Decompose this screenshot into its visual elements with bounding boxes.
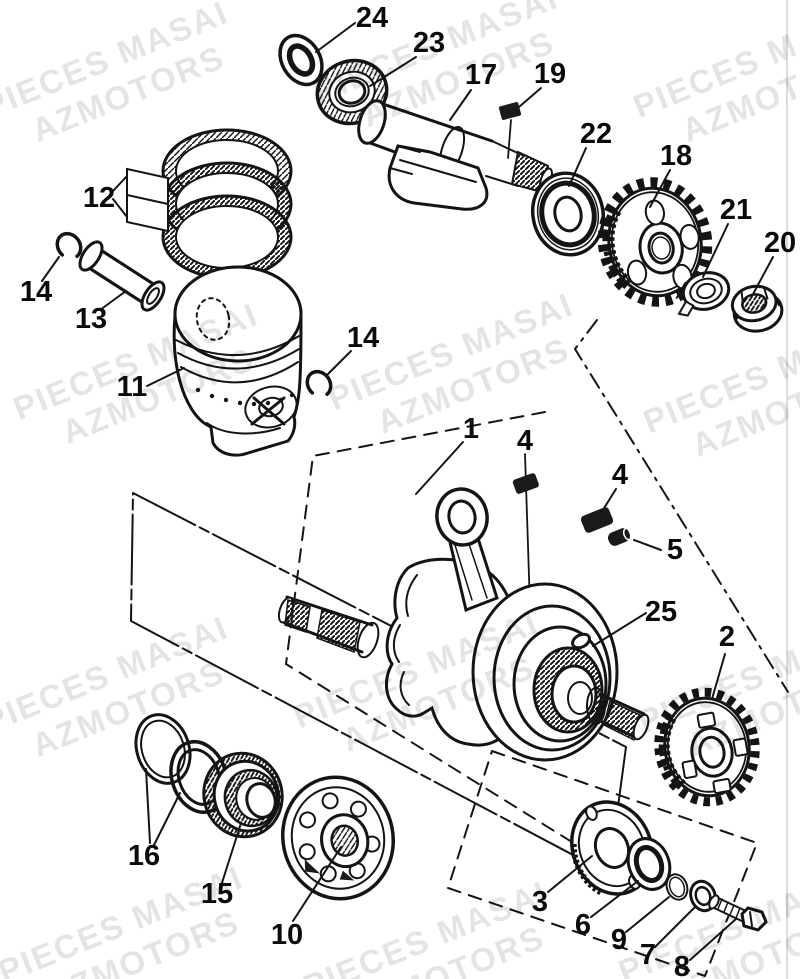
part-label-14-left: 14 <box>20 276 52 308</box>
part-4b-dowel-drawing <box>580 507 614 533</box>
part-22-bearing-drawing <box>530 171 606 257</box>
part-20-nut-drawing <box>730 284 784 333</box>
part-24-seal-ring-drawing <box>278 33 324 87</box>
part-25-key-drawing <box>571 632 591 650</box>
part-1-crankshaft-drawing <box>277 487 650 762</box>
part-6-seal-drawing <box>626 837 672 891</box>
part-label-22: 22 <box>580 118 612 150</box>
part-label-20: 20 <box>764 227 796 259</box>
part-label-8: 8 <box>674 951 690 979</box>
part-label-6: 6 <box>575 909 591 941</box>
part-5-pin-drawing <box>607 527 634 546</box>
part-label-4a: 4 <box>517 425 533 457</box>
dashed-box-seal-group <box>447 750 758 977</box>
part-label-1: 1 <box>463 413 479 445</box>
part-label-11: 11 <box>117 371 148 403</box>
part-label-4b: 4 <box>612 459 628 491</box>
part-label-10: 10 <box>271 919 303 951</box>
part-label-7: 7 <box>640 939 656 971</box>
part-21-lock-washer-drawing <box>675 271 731 317</box>
part-label-19: 19 <box>534 58 566 90</box>
alignment-dashdot-line <box>574 319 789 693</box>
part-14-clip-left-drawing <box>55 231 83 261</box>
part-label-24: 24 <box>356 2 388 34</box>
part-8-bolt-drawing <box>708 894 768 932</box>
part-label-16: 16 <box>128 840 160 872</box>
part-label-13: 13 <box>75 303 107 335</box>
part-15-collar-drawing <box>202 751 284 839</box>
dashed-box-crankshaft <box>285 411 621 873</box>
part-label-23: 23 <box>413 27 445 59</box>
leader-lines <box>41 22 774 961</box>
part-label-18: 18 <box>660 140 692 172</box>
part-18-gear-drawing <box>597 177 713 307</box>
part-label-2: 2 <box>719 621 735 653</box>
part-label-3: 3 <box>532 886 548 918</box>
part-9-oring-drawing <box>665 873 689 901</box>
part-12-piston-rings-drawing <box>126 128 293 280</box>
part-19-nut-drawing <box>498 102 522 159</box>
part-label-15: 15 <box>201 878 233 910</box>
part-label-21: 21 <box>720 194 752 226</box>
part-label-9: 9 <box>611 924 627 956</box>
part-14-clip-right-drawing <box>305 369 333 399</box>
part-label-17: 17 <box>465 59 497 91</box>
part-2-gear-drawing <box>654 687 760 807</box>
part-label-25: 25 <box>645 596 677 628</box>
part-labels: 24 23 17 19 22 18 21 20 12 14 13 11 14 1… <box>20 2 796 979</box>
part-10-ball-bearing-drawing <box>280 775 396 901</box>
part-13-piston-pin-drawing <box>78 240 166 312</box>
part-label-14-right: 14 <box>347 322 379 354</box>
part-11-piston-drawing <box>172 265 303 457</box>
part-label-12: 12 <box>83 182 115 214</box>
part-17-balancer-shaft-drawing <box>357 99 554 211</box>
part-4a-dowel-drawing <box>512 473 539 494</box>
part-label-5: 5 <box>667 534 683 566</box>
